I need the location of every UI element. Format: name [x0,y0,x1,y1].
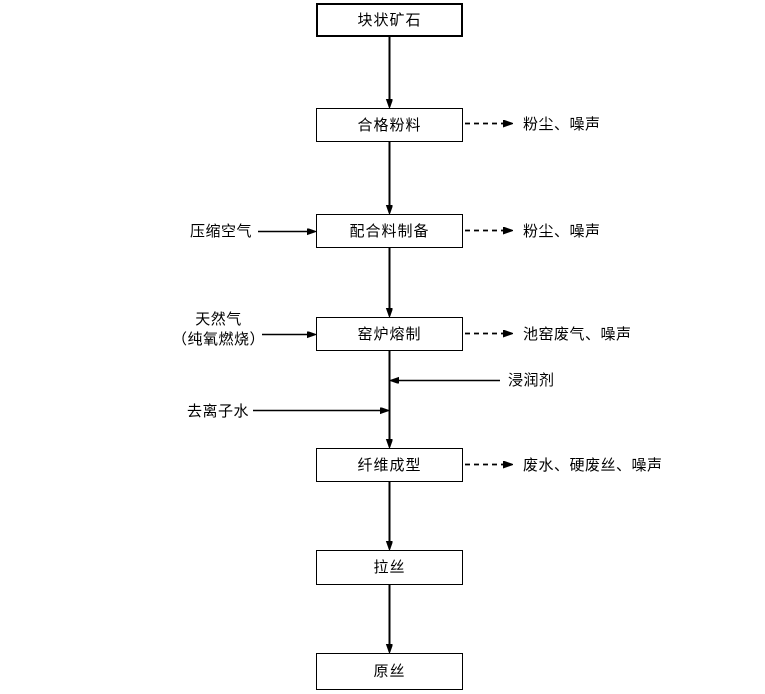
node-drawing[interactable]: 拉丝 [316,550,463,585]
input-label-natural-gas-line1: 天然气 [195,310,242,328]
input-label-deionized-water: 去离子水 [187,402,250,420]
output-label-fiber-waste: 废水、硬废丝、噪声 [523,456,663,474]
node-batch-prep[interactable]: 配合料制备 [316,214,463,248]
node-kiln-melting[interactable]: 窑炉熔制 [316,317,463,351]
node-raw-ore[interactable]: 块状矿石 [316,3,463,37]
input-label-natural-gas-line2: （纯氧燃烧） [172,329,266,348]
output-label-batch-dust: 粉尘、噪声 [523,222,601,240]
input-label-sizing-agent: 浸润剂 [508,371,555,389]
output-label-kiln-gas: 池窑废气、噪声 [523,325,632,343]
node-qualified-powder[interactable]: 合格粉料 [316,108,463,142]
output-label-powder-dust: 粉尘、噪声 [523,115,601,133]
input-label-compressed-air: 压缩空气 [190,222,253,240]
node-raw-yarn[interactable]: 原丝 [316,653,463,690]
input-label-natural-gas: 天然气 （纯氧燃烧） [172,310,265,349]
node-fiber-forming[interactable]: 纤维成型 [316,448,463,482]
